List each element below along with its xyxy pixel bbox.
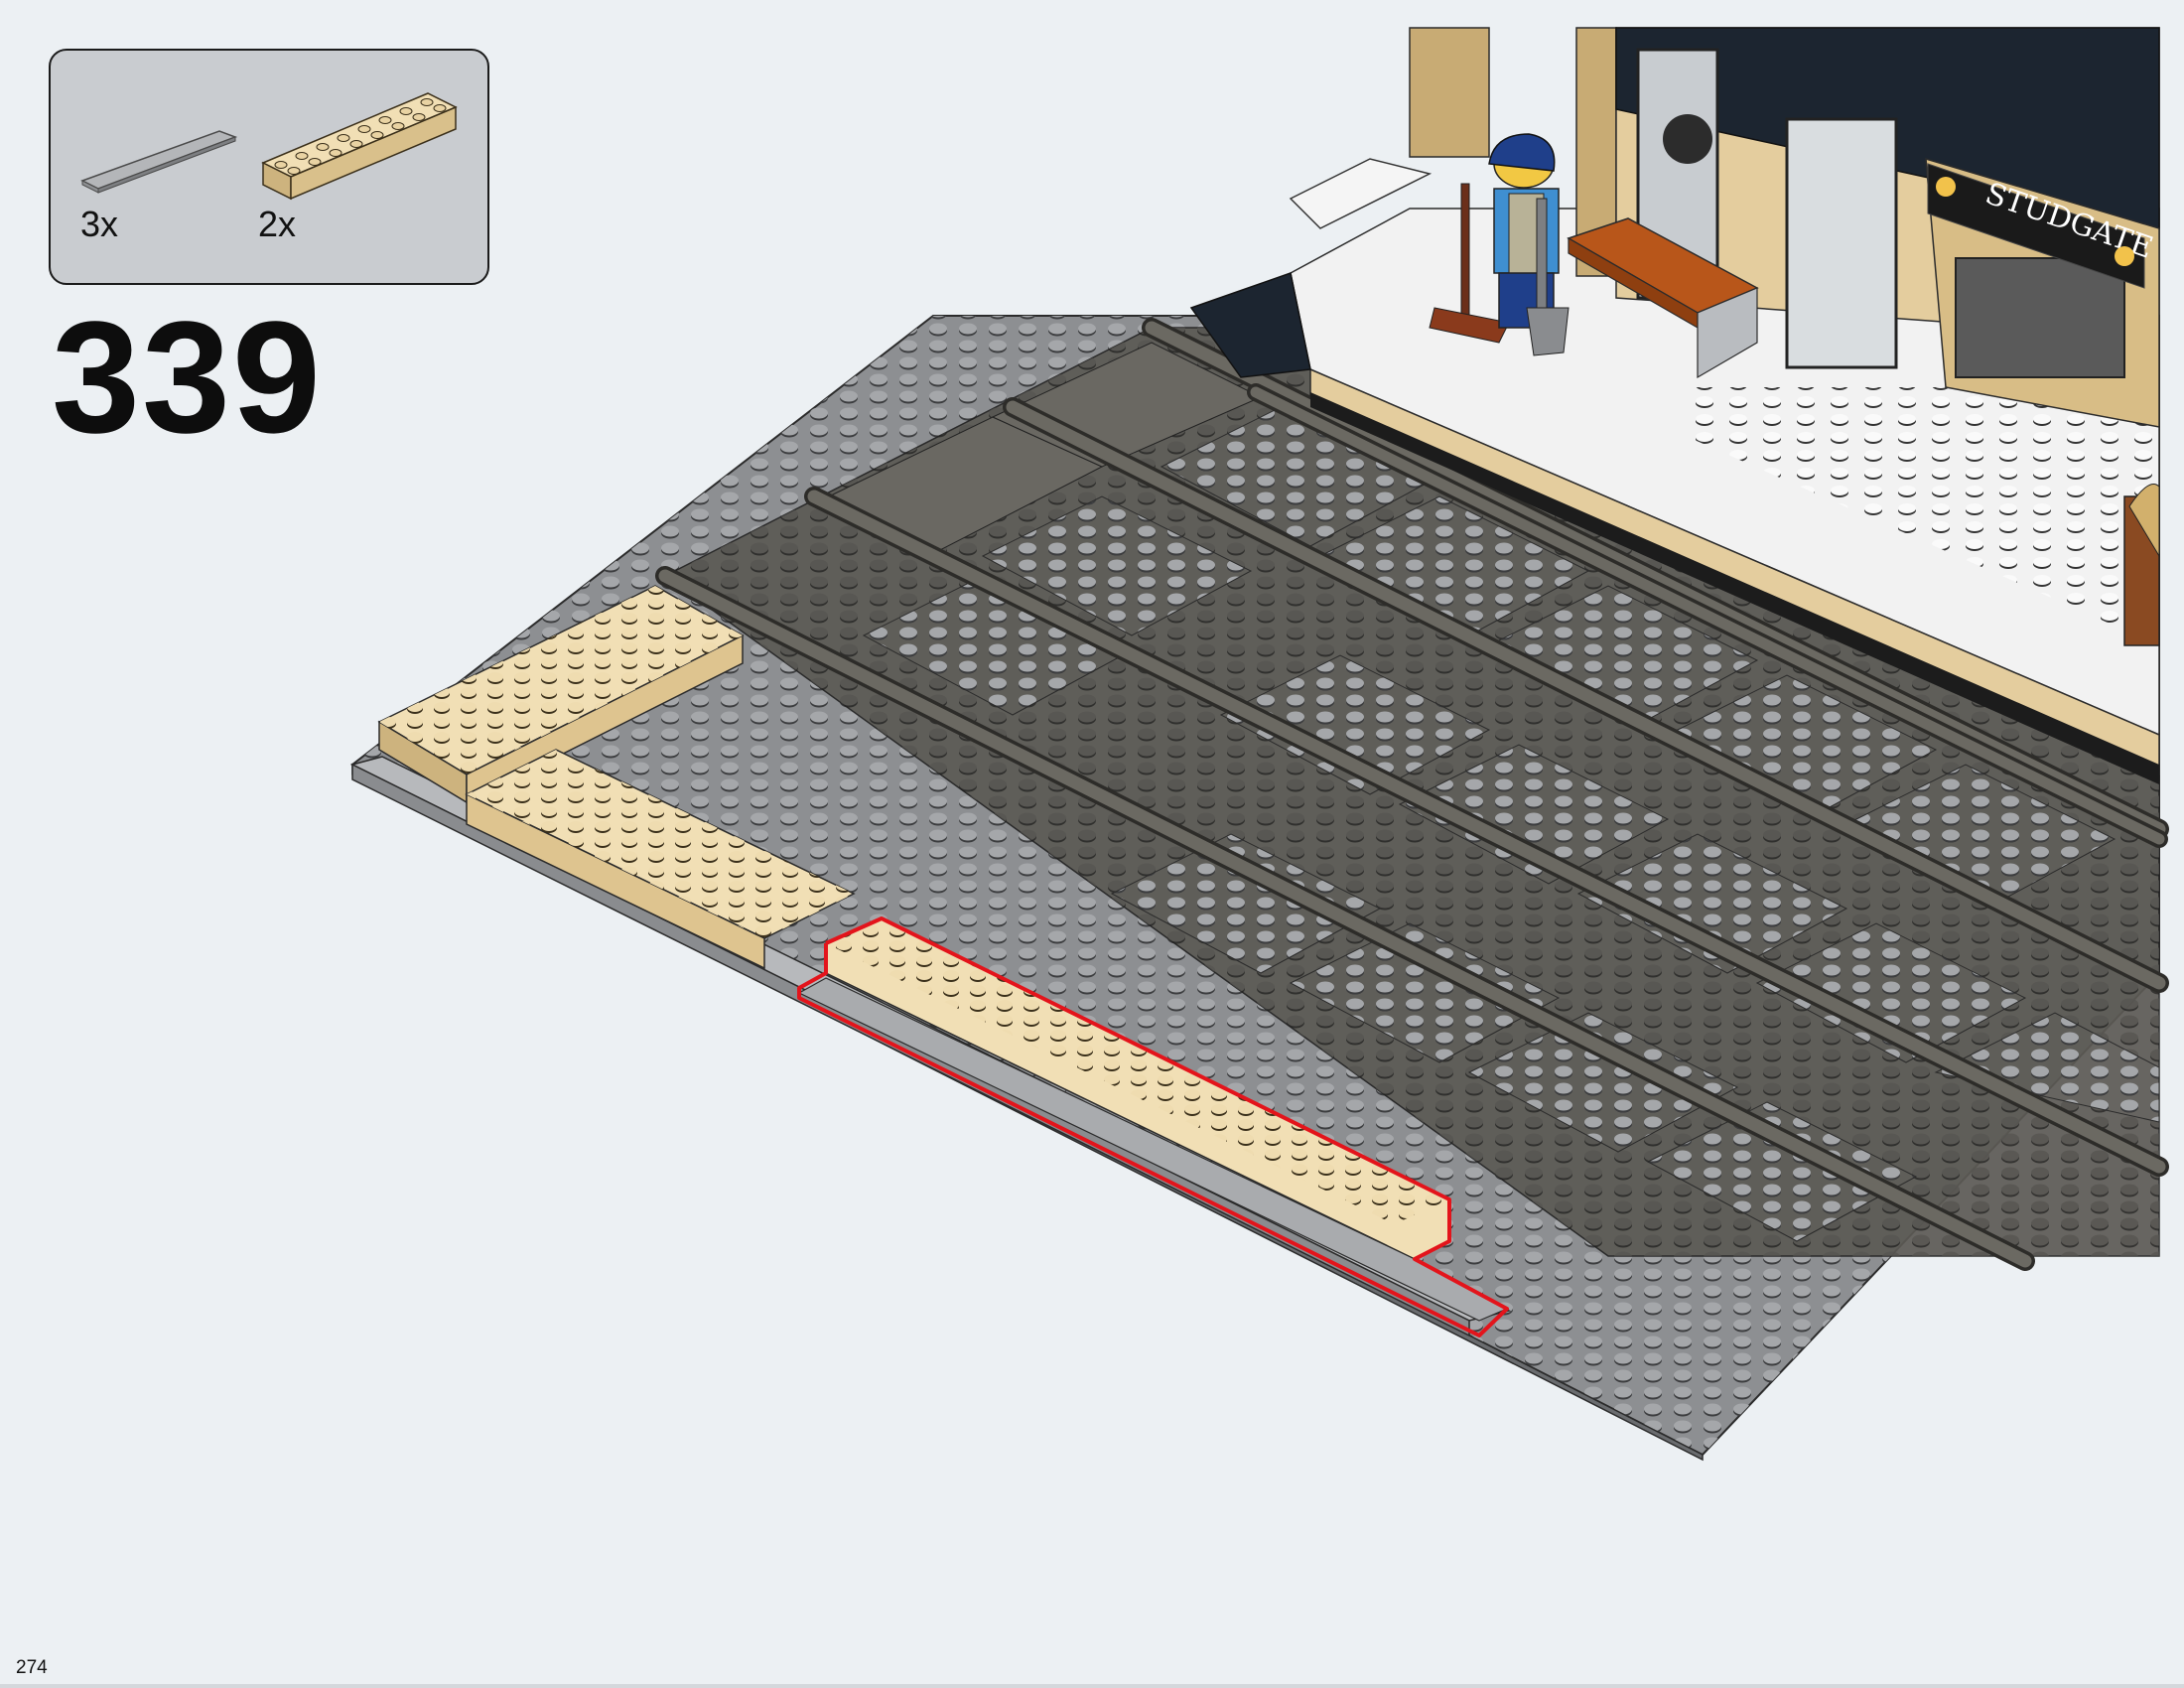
- parts-callout: 3x 2x: [49, 49, 489, 285]
- brick-quantity: 2x: [258, 204, 297, 244]
- tile-1x8-part-icon: [80, 130, 238, 194]
- page-edge: [0, 1684, 2184, 1688]
- tile-quantity: 3x: [80, 204, 119, 244]
- bench: [1567, 217, 1759, 379]
- station-building: STUDGATE: [1409, 27, 2160, 428]
- minifigure: [1429, 133, 1570, 356]
- page-number: 274: [16, 1657, 48, 1678]
- step-number: 339: [52, 288, 323, 466]
- highlighted-new-parts: [797, 916, 1509, 1337]
- rails: [655, 318, 2169, 1271]
- partial-minifigure: [2123, 484, 2160, 646]
- tan-bricks-existing: [377, 585, 856, 970]
- brick-2x8-part-icon: [261, 92, 458, 201]
